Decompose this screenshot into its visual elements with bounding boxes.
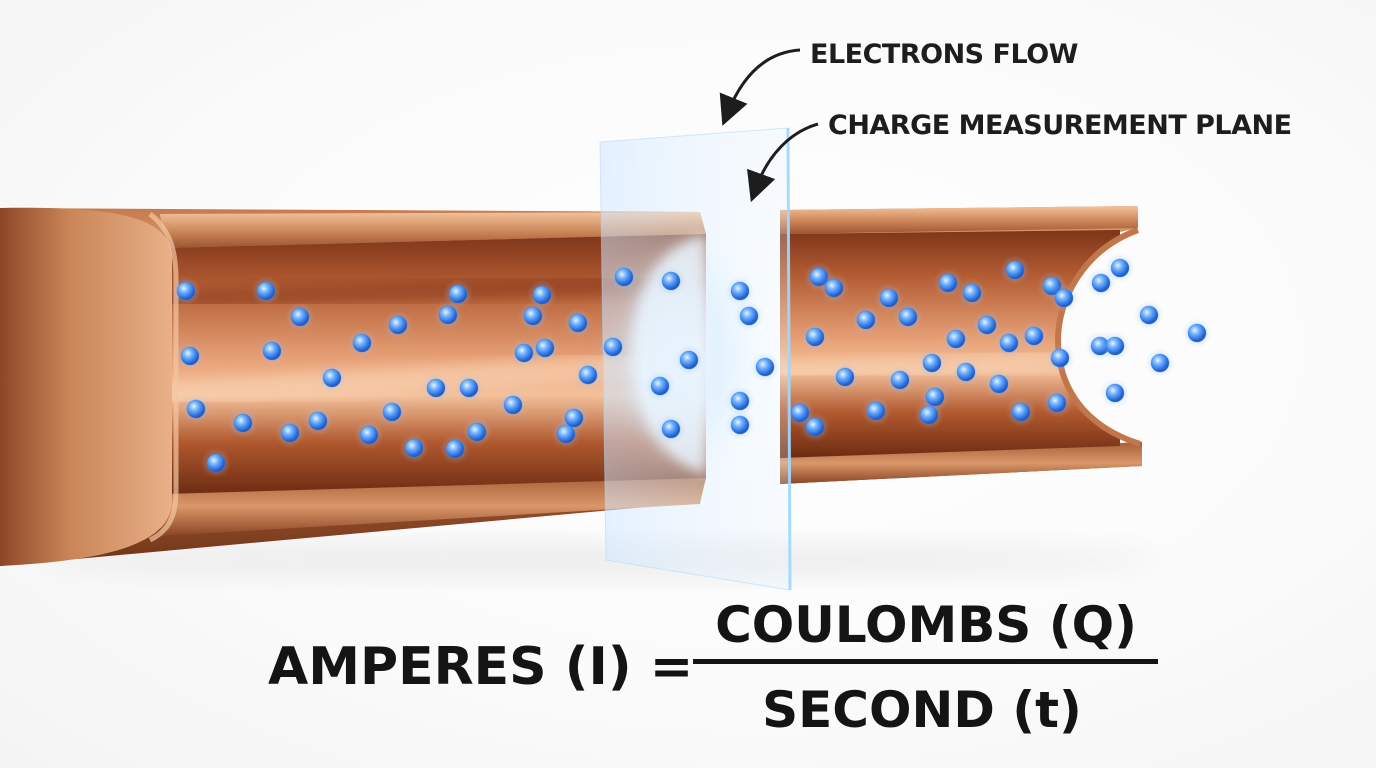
electron [1005,260,1025,280]
electron [925,387,945,407]
electron [890,370,910,390]
electron [459,378,479,398]
electron [262,341,282,361]
electron [755,357,775,377]
measurement-plane-label: CHARGE MEASUREMENT PLANE [828,110,1292,141]
electron [532,285,552,305]
electron [206,453,226,473]
electron [322,368,342,388]
electron [1054,288,1074,308]
electron [1047,393,1067,413]
electron [739,306,759,326]
electron [426,378,446,398]
electron [359,425,379,445]
electron [730,391,750,411]
electron [382,402,402,422]
formula-fraction-bar [693,659,1158,664]
measurement-plane-arrow-icon [747,122,819,203]
electron [805,327,825,347]
electrons [171,253,1212,478]
electron [866,401,886,421]
electron [956,362,976,382]
electron [1139,305,1159,325]
electron [280,423,300,443]
ampere-formula: AMPERES (I) = COULOMBS (Q) SECOND (t) [268,596,1158,739]
electron [1110,258,1130,278]
electron [233,413,253,433]
electron [388,315,408,335]
electron [503,395,523,415]
electron [805,417,825,437]
electron [898,307,918,327]
electron [535,338,555,358]
formula-lhs: AMPERES (I) = [268,637,693,697]
pipe-bottom-rim-left [160,476,706,536]
electron [290,307,310,327]
electron [308,411,328,431]
electron [946,329,966,349]
formula-denominator: SECOND (t) [762,681,1082,739]
electron [1024,326,1044,346]
pipe-bottom-rim-right [780,442,1142,484]
electron [824,278,844,298]
electron [352,333,372,353]
pipe-shadow [40,542,1160,578]
electron [614,267,634,287]
electron [467,422,487,442]
pipe-end-cap [0,207,172,566]
formula-numerator: COULOMBS (Q) [715,596,1137,654]
electron [445,439,465,459]
electron [999,333,1019,353]
electron [1105,336,1125,356]
electron [650,376,670,396]
electron [856,310,876,330]
electron [977,315,997,335]
electron [603,337,623,357]
electron [568,313,588,333]
electron [879,288,899,308]
electron [186,399,206,419]
electron [1187,323,1207,343]
electron [180,346,200,366]
electrons-flow-label: ELECTRONS FLOW [810,39,1078,70]
electron [578,365,598,385]
electron [564,408,584,428]
electron [1105,383,1125,403]
electron [438,305,458,325]
electron [404,438,424,458]
electron [835,367,855,387]
electron [448,284,468,304]
electron [1050,348,1070,368]
electron [962,283,982,303]
electron [256,281,276,301]
electron [679,350,699,370]
electron [1150,353,1170,373]
pipe-top-rim-right [780,206,1138,234]
electron [730,415,750,435]
electron [661,419,681,439]
electron [1091,273,1111,293]
electrons-flow-arrow-icon [719,48,801,126]
copper-pipe-left [0,207,706,566]
electron [1011,402,1031,422]
electron [938,273,958,293]
electron [730,281,750,301]
electron [661,271,681,291]
pipe-top-rim-left [160,212,706,248]
electron [922,353,942,373]
electron [176,281,196,301]
electron [989,374,1009,394]
plane-edge [786,127,792,591]
